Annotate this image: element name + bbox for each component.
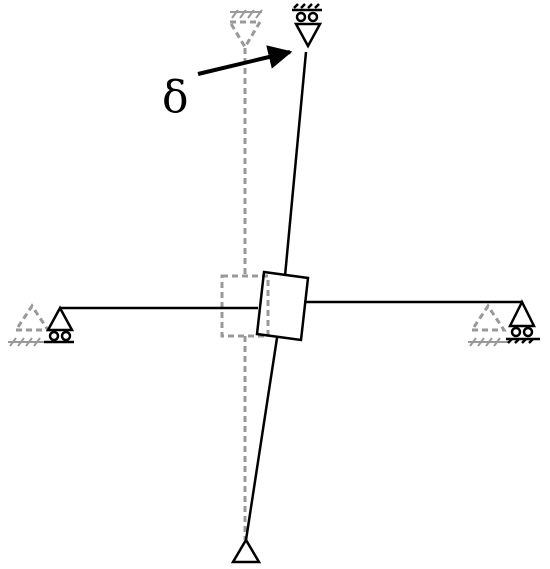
left-roller-support (45, 305, 75, 332)
deformed-column-lower (244, 337, 279, 541)
displacement-arrow (197, 45, 293, 76)
undeformed-top-support (227, 20, 263, 50)
deformed-supports (44, 3, 540, 564)
undeformed-right-support (469, 303, 507, 332)
undeformed-shape (13, 20, 507, 540)
displacement-label: δ (162, 72, 189, 123)
undeformed-joint-box (220, 274, 270, 338)
right-roller-support (507, 299, 537, 328)
deformed-joint-box (255, 270, 310, 342)
bottom-pin-support (230, 537, 262, 564)
top-roller-support (293, 22, 323, 49)
undeformed-left-support (13, 303, 51, 332)
deformed-column-upper (283, 51, 308, 277)
deformed-shape (60, 51, 522, 541)
